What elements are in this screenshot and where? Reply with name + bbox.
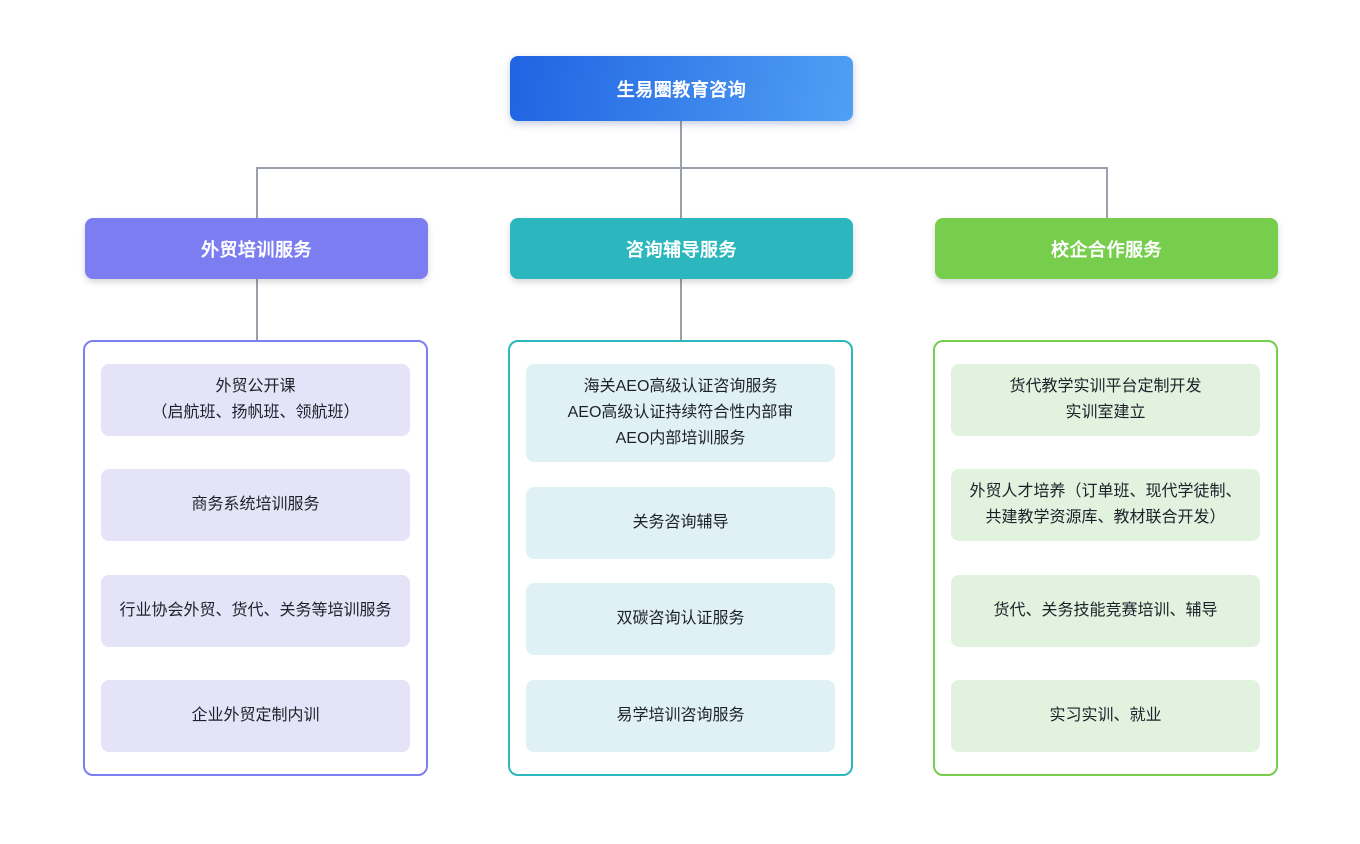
connector-drop-branch-1	[256, 167, 258, 218]
connector-horizontal-bar	[256, 167, 1107, 169]
branch-header-label: 咨询辅导服务	[626, 239, 737, 260]
connector-branch-1-panel	[256, 279, 258, 340]
service-item: 双碳咨询认证服务	[526, 583, 835, 656]
service-item: 货代、关务技能竞赛培训、辅导	[951, 574, 1260, 647]
branch-header-trade-training: 外贸培训服务	[85, 218, 428, 279]
service-item: 海关AEO高级认证咨询服务 AEO高级认证持续符合性内部审 AEO内部培训服务	[526, 364, 835, 462]
service-item: 外贸人才培养（订单班、现代学徒制、共建教学资源库、教材联合开发）	[951, 469, 1260, 542]
branch-header-consulting: 咨询辅导服务	[510, 218, 853, 279]
root-node-label: 生易圈教育咨询	[616, 79, 747, 100]
service-item: 易学培训咨询服务	[526, 679, 835, 752]
branch-header-school-enterprise: 校企合作服务	[935, 218, 1278, 279]
connector-drop-branch-2	[680, 167, 682, 218]
connector-branch-2-panel	[680, 279, 682, 340]
branch-header-label: 外贸培训服务	[201, 239, 312, 260]
connector-root-stem	[680, 121, 682, 168]
branch-panel-trade-training: 外贸公开课 （启航班、扬帆班、领航班） 商务系统培训服务 行业协会外贸、货代、关…	[83, 340, 428, 776]
root-node: 生易圈教育咨询	[510, 56, 853, 121]
branch-panel-school-enterprise: 货代教学实训平台定制开发 实训室建立 外贸人才培养（订单班、现代学徒制、共建教学…	[933, 340, 1278, 776]
branch-panel-consulting: 海关AEO高级认证咨询服务 AEO高级认证持续符合性内部审 AEO内部培训服务 …	[508, 340, 853, 776]
service-item: 商务系统培训服务	[101, 469, 410, 542]
service-item: 企业外贸定制内训	[101, 679, 410, 752]
service-item: 货代教学实训平台定制开发 实训室建立	[951, 364, 1260, 436]
service-item: 关务咨询辅导	[526, 486, 835, 559]
connector-drop-branch-3	[1106, 167, 1108, 218]
service-item: 实习实训、就业	[951, 679, 1260, 752]
service-item: 外贸公开课 （启航班、扬帆班、领航班）	[101, 364, 410, 436]
service-item: 行业协会外贸、货代、关务等培训服务	[101, 574, 410, 647]
branch-header-label: 校企合作服务	[1051, 239, 1162, 260]
